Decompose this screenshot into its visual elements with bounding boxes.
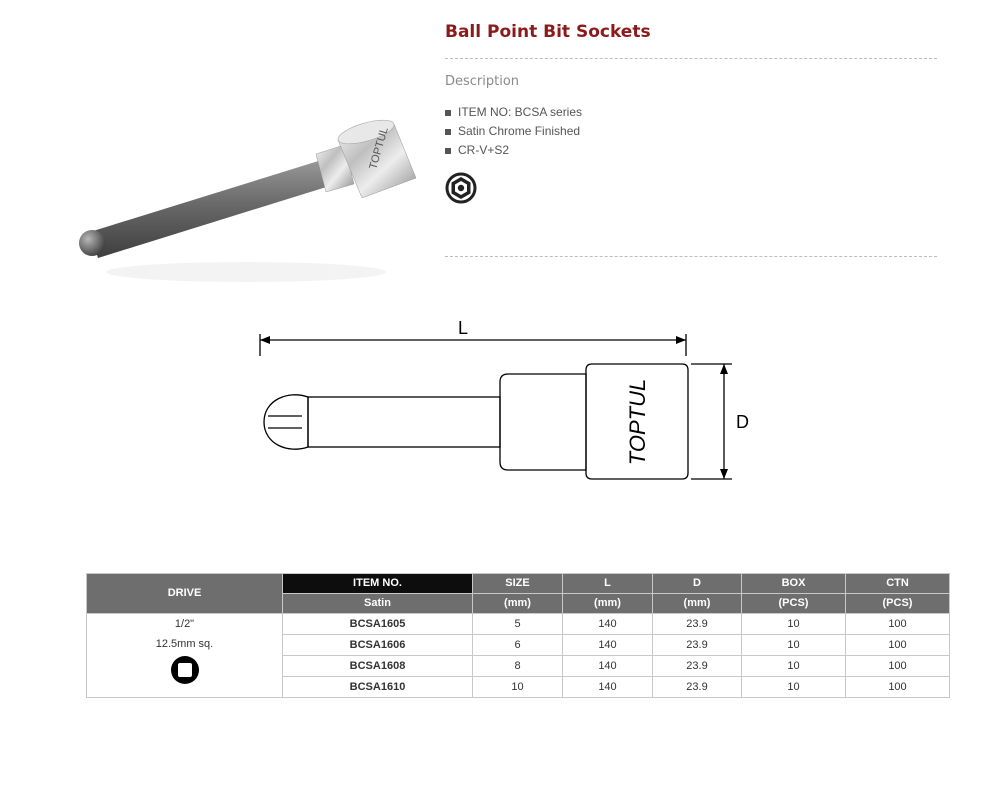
header-row: DRIVE ITEM NO. SIZE L D BOX CTN	[86, 573, 950, 614]
drive-cell: 1/2" 12.5mm sq.	[86, 613, 283, 698]
size-cell: 8	[472, 655, 563, 677]
product-photo: TOPTUL	[79, 119, 417, 282]
dimension-drawing: L D TOPTUL	[259, 318, 749, 480]
l-cell: 140	[562, 634, 653, 656]
box-header: BOX	[741, 573, 846, 594]
spec-item-text: Satin Chrome Finished	[458, 124, 581, 138]
item-no-cell: BCSA1606	[282, 634, 473, 656]
divider	[445, 58, 937, 59]
spec-table: DRIVE ITEM NO. SIZE L D BOX CTN Satin (m…	[86, 573, 950, 698]
d-cell: 23.9	[652, 634, 742, 656]
item-no-cell: BCSA1608	[282, 655, 473, 677]
spec-item: ITEM NO: BCSA series	[445, 103, 937, 122]
square-bullet-icon	[445, 128, 451, 135]
divider	[445, 256, 937, 257]
header-row: Satin (mm) (mm) (mm) (PCS) (PCS)	[87, 593, 950, 614]
spec-item: Satin Chrome Finished	[445, 122, 937, 141]
spec-item-text: CR-V+S2	[458, 143, 510, 157]
drive-size: 1/2"	[174, 618, 195, 630]
ctn-header: CTN	[845, 573, 950, 594]
brand-mark: TOPTUL	[625, 379, 650, 465]
table-row: BCSA1610 10 140 23.9 10 100	[87, 676, 950, 698]
product-info: Ball Point Bit Sockets Description ITEM …	[445, 12, 937, 257]
box-cell: 10	[741, 655, 846, 677]
box-cell: 10	[741, 676, 846, 698]
square-bullet-icon	[445, 147, 451, 154]
item-no-cell: BCSA1610	[282, 676, 473, 698]
ctn-cell: 100	[845, 676, 950, 698]
size-cell: 10	[472, 676, 563, 698]
table-row: BCSA1606 6 140 23.9 10 100	[87, 634, 950, 656]
drive-header: DRIVE	[86, 573, 283, 614]
spec-list: ITEM NO: BCSA series Satin Chrome Finish…	[445, 103, 937, 160]
l-unit-header: (mm)	[562, 593, 653, 614]
table-row: 1/2" 12.5mm sq. BCSA1605 5 140 23.9 10 1…	[86, 613, 950, 698]
square-drive-icon	[170, 656, 199, 684]
l-cell: 140	[562, 676, 653, 698]
product-title: Ball Point Bit Sockets	[445, 22, 651, 42]
d-unit-header: (mm)	[652, 593, 742, 614]
ctn-cell: 100	[845, 655, 950, 677]
diameter-label: D	[736, 412, 749, 432]
box-cell: 10	[741, 634, 846, 656]
square-bullet-icon	[445, 109, 451, 116]
l-header: L	[562, 573, 653, 594]
size-cell: 5	[472, 613, 563, 635]
hex-socket-icon	[445, 172, 477, 204]
d-cell: 23.9	[652, 676, 742, 698]
spec-item: CR-V+S2	[445, 141, 937, 160]
ctn-cell: 100	[845, 634, 950, 656]
l-cell: 140	[562, 655, 653, 677]
length-label: L	[458, 318, 468, 338]
l-cell: 140	[562, 613, 653, 635]
size-unit-header: (mm)	[472, 593, 563, 614]
finish-header: Satin	[282, 593, 473, 614]
ctn-unit-header: (PCS)	[845, 593, 950, 614]
size-cell: 6	[472, 634, 563, 656]
description-heading: Description	[445, 74, 520, 89]
item-no-cell: BCSA1605	[282, 613, 473, 635]
item-no-header: ITEM NO.	[282, 573, 473, 594]
box-cell: 10	[741, 613, 846, 635]
d-header: D	[652, 573, 742, 594]
d-cell: 23.9	[652, 655, 742, 677]
ctn-cell: 100	[845, 613, 950, 635]
box-unit-header: (PCS)	[741, 593, 846, 614]
drive-metric: 12.5mm sq.	[155, 638, 214, 650]
d-cell: 23.9	[652, 613, 742, 635]
spec-item-text: ITEM NO: BCSA series	[458, 105, 583, 119]
size-header: SIZE	[472, 573, 563, 594]
